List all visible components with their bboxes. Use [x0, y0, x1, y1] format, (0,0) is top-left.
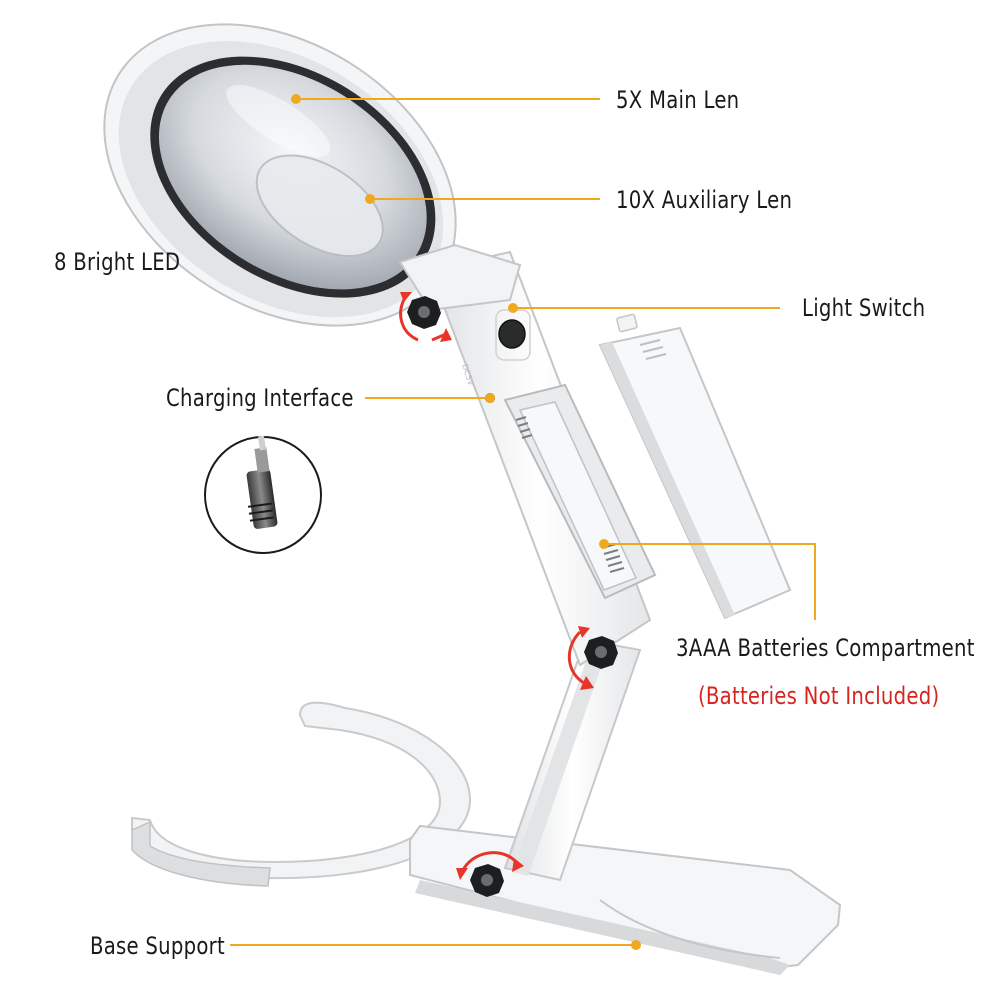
- magnifier-head: [103, 23, 522, 327]
- battery-cover: [598, 313, 792, 620]
- label-charging-interface: Charging Interface: [166, 384, 354, 412]
- auxiliary-lens: [255, 154, 384, 258]
- lower-arm: [503, 638, 642, 882]
- rotation-arrow-icon: [512, 858, 524, 872]
- label-light-switch: Light Switch: [802, 294, 926, 322]
- rotation-arrow-icon: [567, 630, 587, 686]
- upper-arm: DC5V: [428, 250, 657, 667]
- rotation-arrow-icon: [440, 328, 452, 342]
- label-auxiliary-lens: 10X Auxiliary Len: [616, 186, 793, 214]
- label-main-lens: 5X Main Len: [616, 86, 740, 114]
- hinge-knob-middle: [584, 636, 618, 669]
- battery-spring: [515, 416, 625, 573]
- light-switch-button[interactable]: [498, 319, 526, 349]
- hinge-knob-bottom: [470, 864, 504, 897]
- rotation-arrow-icon: [578, 626, 590, 638]
- label-batteries-note: (Batteries Not Included): [698, 682, 940, 710]
- rotation-arrow-icon: [580, 676, 594, 690]
- rotation-arrow-icon: [460, 851, 520, 873]
- label-batteries-compartment: 3AAA Batteries Compartment: [676, 634, 975, 662]
- label-base-support: Base Support: [90, 932, 225, 960]
- base-support: [131, 701, 842, 975]
- hinge-knob-top: [407, 296, 441, 329]
- dc-plug-icon: [204, 435, 322, 554]
- label-led: 8 Bright LED: [54, 248, 181, 276]
- rotation-arrow-icon: [456, 868, 468, 880]
- leader-lines: [230, 98, 816, 946]
- leader-dots: [291, 94, 641, 950]
- rotation-arrow-icon: [400, 292, 412, 302]
